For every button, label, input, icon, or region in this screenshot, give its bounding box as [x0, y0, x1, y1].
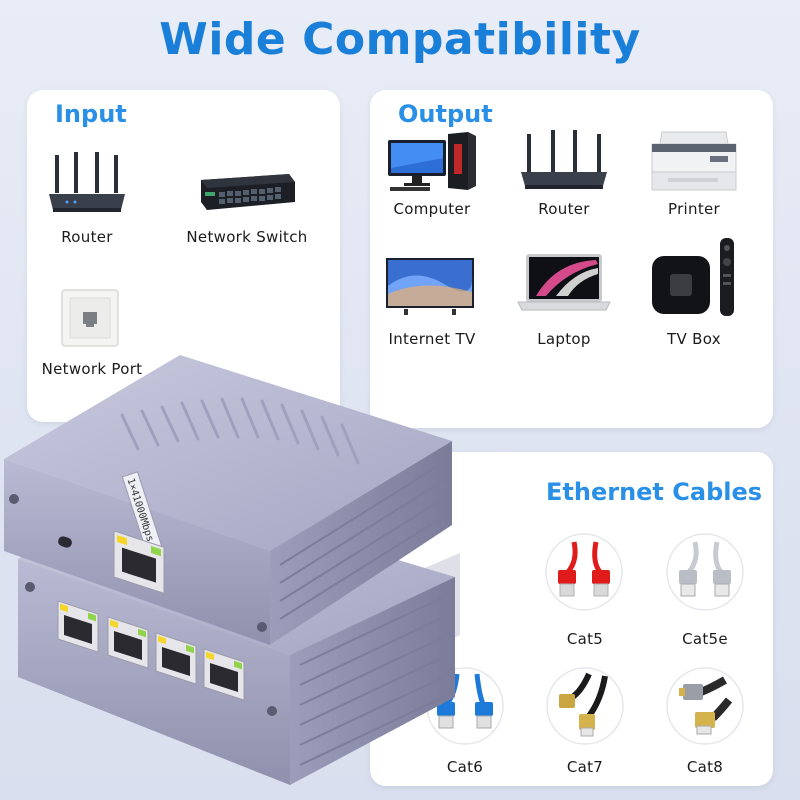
- laptop-icon: [517, 254, 611, 311]
- cable-label: Cat5: [566, 630, 604, 648]
- splitter-output-ports: [57, 600, 245, 701]
- router-icon: [521, 130, 607, 189]
- output-item-label: Laptop: [537, 330, 591, 348]
- input-panel-title: Input: [55, 100, 127, 128]
- page-headline: Wide Compatibility: [159, 14, 641, 65]
- tv-icon: [386, 258, 474, 315]
- input-item-router: Router: [37, 152, 137, 252]
- cable-label: Cat5e: [682, 630, 728, 648]
- output-item-laptop: Laptop: [504, 252, 624, 352]
- printer-icon: [651, 131, 737, 191]
- output-item-router: Router: [504, 130, 624, 230]
- ethernet-splitter-illustration: 1000Mbps 1×4: [4, 355, 460, 785]
- output-item-internet-tv: Internet TV: [372, 252, 492, 352]
- usb-c-port: [58, 536, 72, 548]
- cat5e-cable-icon: [666, 533, 744, 611]
- cables-panel-title: Ethernet Cables: [546, 478, 763, 506]
- cable-item-cat5: Cat5: [530, 532, 640, 652]
- output-item-label: TV Box: [667, 330, 721, 348]
- output-item-printer: Printer: [634, 130, 754, 230]
- output-panel: Output Computer Router: [370, 90, 773, 428]
- computer-icon: [388, 132, 476, 191]
- device-port-badge: 1×4: [124, 477, 140, 498]
- tv-box-icon: [652, 238, 734, 316]
- wall-port-icon: [61, 289, 119, 347]
- input-item-network-port: Network Port: [27, 286, 157, 396]
- input-item-label: Network Switch: [186, 228, 308, 246]
- cat5-cable-icon: [545, 533, 623, 611]
- splitter-top-unit: 1000Mbps 1×4: [4, 355, 452, 645]
- cable-item-cat5e: Cat5e: [650, 532, 760, 652]
- output-item-tv-box: TV Box: [634, 236, 754, 352]
- network-switch-icon: [201, 174, 295, 210]
- input-item-label: Router: [61, 228, 113, 246]
- cable-label: Cat6: [446, 758, 484, 776]
- cable-item-cat7: Cat7: [530, 666, 640, 786]
- input-item-network-switch: Network Switch: [157, 152, 337, 252]
- cat7-cable-icon: [546, 667, 624, 745]
- cable-label: Cat7: [566, 758, 604, 776]
- router-icon: [49, 152, 125, 212]
- output-item-label: Computer: [393, 200, 471, 218]
- cable-item-cat8: Cat8: [650, 666, 760, 786]
- splitter-input-port: [113, 530, 165, 594]
- input-item-label: Network Port: [41, 360, 143, 378]
- output-item-label: Printer: [668, 200, 720, 218]
- output-panel-title: Output: [398, 100, 493, 128]
- cat8-cable-icon: [666, 667, 744, 745]
- output-item-label: Router: [538, 200, 590, 218]
- cable-label: Cat8: [686, 758, 724, 776]
- output-item-computer: Computer: [372, 130, 492, 230]
- output-item-label: Internet TV: [388, 330, 476, 348]
